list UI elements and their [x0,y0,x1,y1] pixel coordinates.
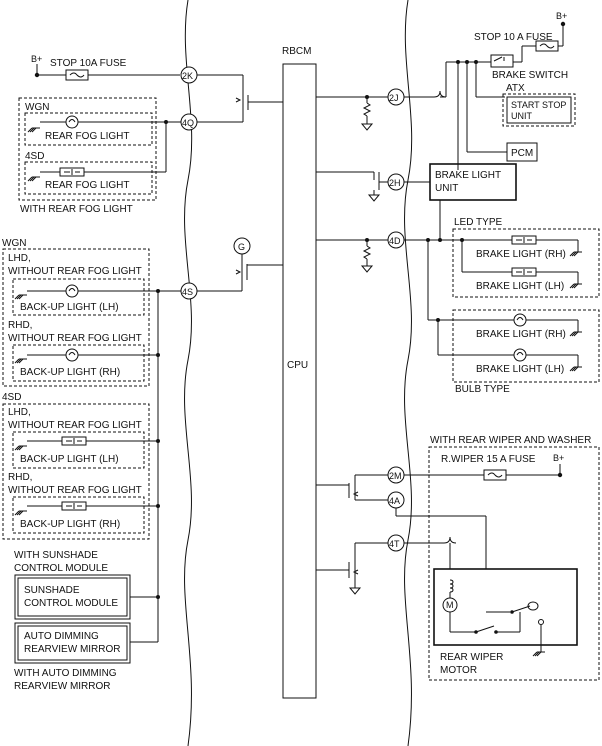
fog-caption: WITH REAR FOG LIGHT [20,204,133,215]
svg-text:4Q: 4Q [182,118,194,128]
bplus-wiper: B+ [553,453,564,463]
svg-text:REAR WIPER: REAR WIPER [440,652,503,663]
svg-text:2H: 2H [389,178,401,188]
svg-text:AUTO DIMMING: AUTO DIMMING [24,631,99,642]
svg-text:4A: 4A [389,496,400,506]
svg-text:RHD,: RHD, [8,320,32,331]
harness-left-edge [184,0,193,746]
svg-text:REAR FOG LIGHT: REAR FOG LIGHT [45,180,129,191]
svg-text:WITHOUT REAR FOG LIGHT: WITHOUT REAR FOG LIGHT [8,266,142,277]
svg-text:LHD,: LHD, [8,253,31,264]
svg-text:LED TYPE: LED TYPE [454,217,502,228]
svg-text:BRAKE LIGHT (LH): BRAKE LIGHT (LH) [476,281,564,292]
fog-lamp-wgn-icon [65,115,79,129]
brake-light-unit [429,163,517,201]
stop-fuse-right-label: STOP 10 A FUSE [474,32,553,43]
brake-bulb-lh-icon [513,348,527,362]
svg-text:UNIT: UNIT [435,183,458,194]
svg-text:SUNSHADE: SUNSHADE [24,585,80,596]
svg-text:WITH SUNSHADE: WITH SUNSHADE [14,550,98,561]
svg-text:REARVIEW MIRROR: REARVIEW MIRROR [24,644,121,655]
bulb-brake-group [452,309,600,383]
svg-text:REAR FOG LIGHT: REAR FOG LIGHT [45,131,129,142]
svg-text:LHD,: LHD, [8,407,31,418]
rbcm-module [282,63,317,699]
svg-text:BACK-UP LIGHT (LH): BACK-UP LIGHT (LH) [20,454,119,465]
svg-text:CONTROL MODULE: CONTROL MODULE [24,598,118,609]
svg-text:WITHOUT REAR FOG LIGHT: WITHOUT REAR FOG LIGHT [8,485,142,496]
bplus-left: B+ [31,54,42,64]
svg-text:CONTROL MODULE: CONTROL MODULE [14,563,108,574]
start-stop-group [502,93,576,127]
svg-text:M: M [446,600,454,610]
svg-text:WITHOUT REAR FOG LIGHT: WITHOUT REAR FOG LIGHT [8,420,142,431]
bplus-right: B+ [556,11,567,21]
svg-text:BACK-UP LIGHT (RH): BACK-UP LIGHT (RH) [20,367,120,378]
cpu-label: CPU [287,360,308,371]
svg-text:BRAKE LIGHT (RH): BRAKE LIGHT (RH) [476,329,566,340]
rbcm-label: RBCM [282,46,311,57]
svg-text:ATX: ATX [506,83,525,94]
pcm-box [506,142,538,162]
led-brake-group [452,228,600,298]
wiper-group [428,446,600,681]
stop-fuse-left-label: STOP 10A FUSE [50,58,127,69]
svg-text:WGN: WGN [2,238,26,249]
svg-text:4D: 4D [389,236,401,246]
svg-text:PCM: PCM [511,148,533,159]
wiper-fuse-label: R.WIPER 15 A FUSE [441,454,536,465]
brake-switch-label: BRAKE SWITCH [492,70,568,81]
svg-text:4SD: 4SD [2,392,21,403]
svg-text:BRAKE LIGHT (LH): BRAKE LIGHT (LH) [476,364,564,375]
svg-text:RHD,: RHD, [8,472,32,483]
svg-text:REARVIEW MIRROR: REARVIEW MIRROR [14,681,111,692]
svg-text:WITHOUT REAR FOG LIGHT: WITHOUT REAR FOG LIGHT [8,333,142,344]
svg-text:START STOP: START STOP [511,100,566,110]
backup-lamp-rh-icon [65,348,79,362]
brake-switch [490,54,514,68]
svg-text:4S: 4S [182,287,193,297]
wiper-caption: WITH REAR WIPER AND WASHER [430,435,591,446]
svg-text:2K: 2K [182,71,193,81]
backup-4sd-group [2,403,150,540]
svg-text:WGN: WGN [25,102,49,113]
fog-group [18,97,157,201]
svg-text:4SD: 4SD [25,151,44,162]
svg-text:4T: 4T [389,539,400,549]
backup-lamp-lh-icon [65,284,79,298]
svg-text:2J: 2J [389,93,399,103]
start-stop-unit [506,96,572,124]
svg-text:MOTOR: MOTOR [440,665,477,676]
svg-text:BACK-UP LIGHT (RH): BACK-UP LIGHT (RH) [20,519,120,530]
svg-text:BACK-UP LIGHT (LH): BACK-UP LIGHT (LH) [20,302,119,313]
backup-wgn-group [2,248,150,387]
svg-text:BULB TYPE: BULB TYPE [455,384,510,395]
svg-text:BRAKE LIGHT: BRAKE LIGHT [435,170,501,181]
svg-text:BRAKE LIGHT (RH): BRAKE LIGHT (RH) [476,249,566,260]
svg-text:WITH AUTO DIMMING: WITH AUTO DIMMING [14,668,117,679]
svg-text:UNIT: UNIT [511,111,532,121]
svg-text:G: G [238,242,245,252]
svg-text:2M: 2M [389,471,402,481]
brake-bulb-rh-icon [513,313,527,327]
harness-right-edge [404,0,413,746]
sunshade-module-box [14,574,131,620]
mirror-box [14,622,131,664]
